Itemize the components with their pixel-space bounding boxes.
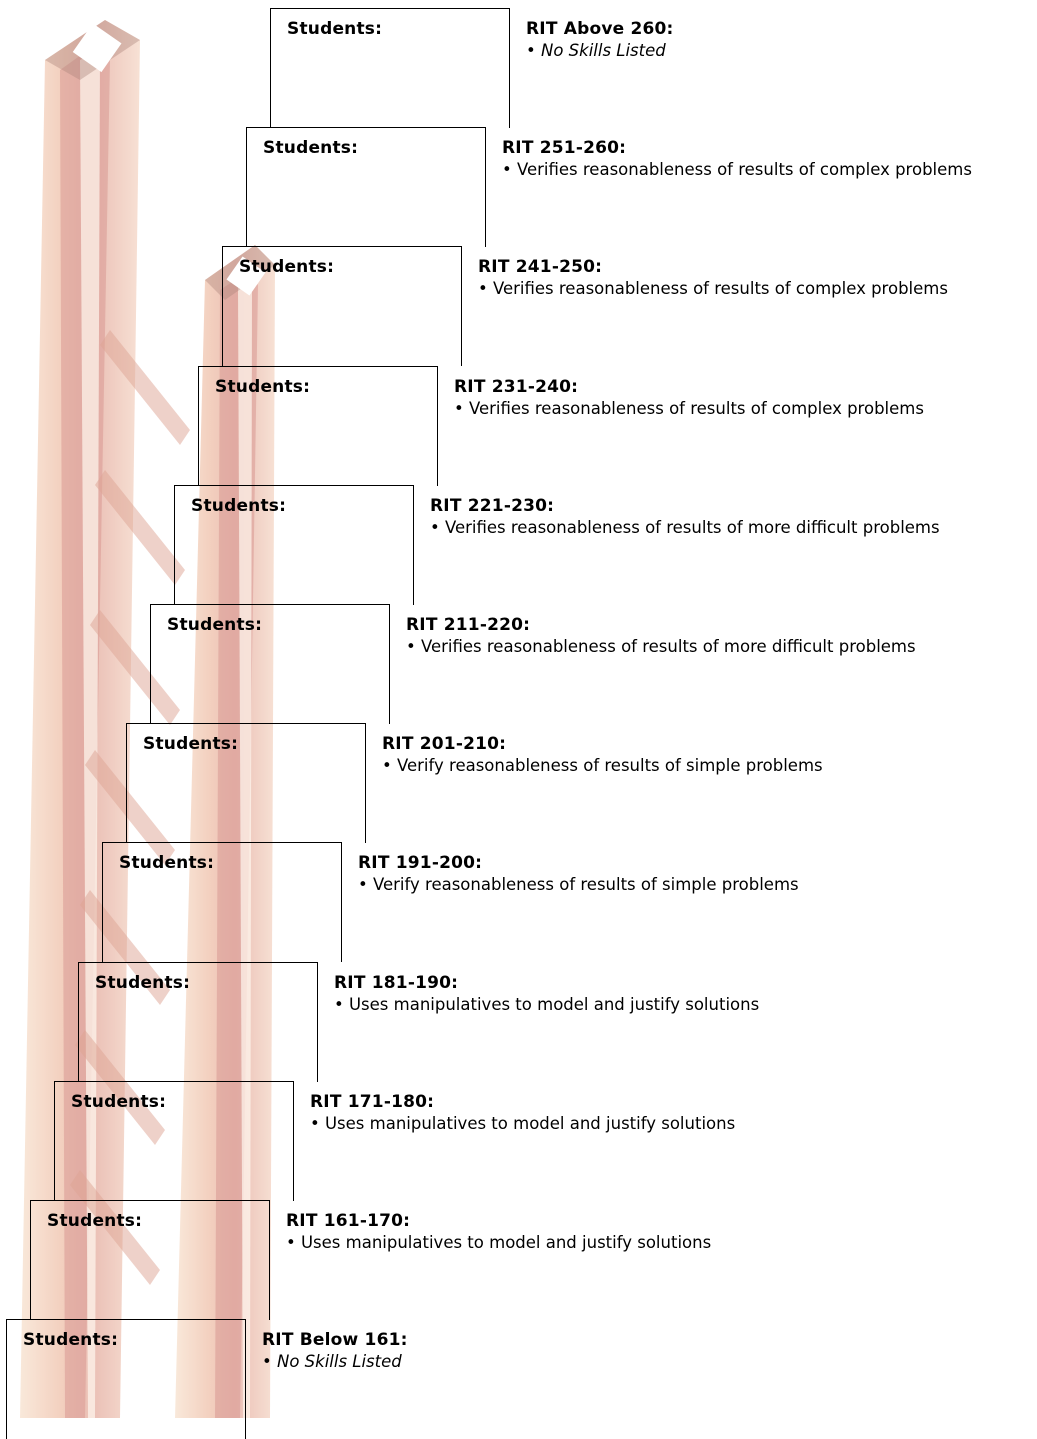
rit-info: RIT 201-210:• Verify reasonableness of r… bbox=[382, 733, 823, 777]
students-label: Students: bbox=[47, 1211, 143, 1231]
rit-skill-item: • Verify reasonableness of results of si… bbox=[382, 756, 823, 776]
rit-range-title: RIT 181-190: bbox=[334, 972, 459, 993]
rit-skill-item: • Verifies reasonableness of results of … bbox=[406, 637, 916, 656]
rit-range-title: RIT 241-250: bbox=[478, 257, 603, 278]
students-box: Students: bbox=[6, 1319, 246, 1439]
rit-skill-item: • Verifies reasonableness of results of … bbox=[502, 160, 972, 180]
students-label: Students: bbox=[191, 495, 287, 516]
rit-range-title: RIT 211-220: bbox=[406, 615, 531, 635]
students-label: Students: bbox=[23, 1330, 119, 1351]
students-label: Students: bbox=[263, 138, 359, 159]
rit-level-row: Students: RIT 221-230:• Verifies reasonab… bbox=[174, 484, 1037, 605]
students-label: Students: bbox=[287, 19, 383, 39]
rit-level-row: Students: RIT 171-180:• Uses manipulative… bbox=[54, 1080, 1037, 1201]
rit-skill-item: • Uses manipulatives to model and justif… bbox=[334, 994, 760, 1014]
rit-info: RIT 241-250:• Verifies reasonableness of… bbox=[478, 256, 948, 300]
rit-skill-item: • Verifies reasonableness of results of … bbox=[454, 398, 924, 418]
rit-range-title: RIT 161-170: bbox=[286, 1211, 411, 1231]
students-label: Students: bbox=[119, 853, 215, 874]
rit-info: RIT 171-180:• Uses manipulatives to mode… bbox=[310, 1091, 735, 1135]
students-box: Students: bbox=[270, 8, 510, 128]
students-box: Students: bbox=[54, 1080, 294, 1201]
rit-range-title: RIT 201-210: bbox=[382, 734, 507, 755]
rit-level-row: Students: RIT Above 260: • No Skills Liste… bbox=[270, 8, 1037, 128]
rit-info: RIT 221-230:• Verifies reasonableness of… bbox=[430, 495, 940, 539]
rit-skill-item: • No Skills Listed bbox=[262, 1352, 402, 1372]
rit-skill-item: • Verifies reasonableness of results of … bbox=[430, 517, 940, 537]
students-label: Students: bbox=[239, 257, 335, 278]
rit-range-title: RIT Below 161: bbox=[262, 1330, 408, 1351]
students-label: Students: bbox=[167, 615, 263, 635]
rit-skill-item: • Uses manipulatives to model and justif… bbox=[286, 1233, 712, 1252]
rit-info: RIT 161-170: • Uses manipulatives to mode… bbox=[286, 1210, 711, 1254]
students-box: Students: bbox=[222, 246, 462, 367]
students-box: Students: bbox=[30, 1200, 270, 1320]
rit-skill-item: • Uses manipulatives to model and justif… bbox=[310, 1113, 736, 1133]
rit-range-title: RIT 191-200: bbox=[358, 853, 483, 874]
students-box: Students: bbox=[246, 127, 486, 248]
students-box: Students: bbox=[174, 484, 414, 605]
rit-info: RIT 231-240:• Verifies reasonableness of… bbox=[454, 376, 924, 420]
students-box: Students: bbox=[150, 604, 390, 724]
students-box: Students: bbox=[198, 365, 438, 486]
rit-info: RIT 181-190:• Uses manipulatives to mode… bbox=[334, 972, 759, 1016]
rit-level-row: Students: RIT 181-190:• Uses manipulative… bbox=[78, 961, 1037, 1082]
rit-skill-item: • No Skills Listed bbox=[526, 41, 666, 60]
rit-level-row: Students: RIT 191-200:• Verify reasonable… bbox=[102, 842, 1037, 963]
rit-info: RIT 191-200:• Verify reasonableness of r… bbox=[358, 852, 799, 896]
students-label: Students: bbox=[143, 734, 239, 755]
rit-level-row: Students: RIT 201-210:• Verify reasonable… bbox=[126, 723, 1037, 844]
students-box: Students: bbox=[78, 961, 318, 1082]
rit-level-row: Students: RIT 211-220: • Verifies reasonab… bbox=[150, 604, 1037, 724]
rit-info: RIT 211-220: • Verifies reasonableness of… bbox=[406, 614, 916, 658]
rit-info: RIT Above 260: • No Skills Listed bbox=[526, 18, 674, 62]
rit-range-title: RIT 251-260: bbox=[502, 138, 627, 159]
students-label: Students: bbox=[215, 376, 311, 397]
students-label: Students: bbox=[71, 1091, 167, 1112]
rit-level-row: Students: RIT Below 161:• No Skills Liste… bbox=[6, 1319, 1037, 1439]
rit-skill-item: • Verify reasonableness of results of si… bbox=[358, 875, 799, 895]
students-box: Students: bbox=[126, 723, 366, 844]
rit-info: RIT 251-260:• Verifies reasonableness of… bbox=[502, 137, 972, 181]
students-box: Students: bbox=[102, 842, 342, 963]
rit-skill-item: • Verifies reasonableness of results of … bbox=[478, 279, 948, 299]
rit-level-row: Students: RIT 231-240:• Verifies reasonab… bbox=[198, 365, 1037, 486]
rit-range-title: RIT 171-180: bbox=[310, 1091, 435, 1112]
rit-range-title: RIT 231-240: bbox=[454, 376, 579, 397]
rit-info: RIT Below 161:• No Skills Listed bbox=[262, 1329, 408, 1373]
rit-range-title: RIT 221-230: bbox=[430, 495, 555, 516]
rit-level-row: Students: RIT 241-250:• Verifies reasonab… bbox=[222, 246, 1037, 367]
rit-level-row: Students: RIT 251-260:• Verifies reasonab… bbox=[246, 127, 1037, 248]
students-label: Students: bbox=[95, 972, 191, 993]
rit-level-row: Students: RIT 161-170: • Uses manipulative… bbox=[30, 1200, 1037, 1320]
rit-range-title: RIT Above 260: bbox=[526, 19, 674, 39]
